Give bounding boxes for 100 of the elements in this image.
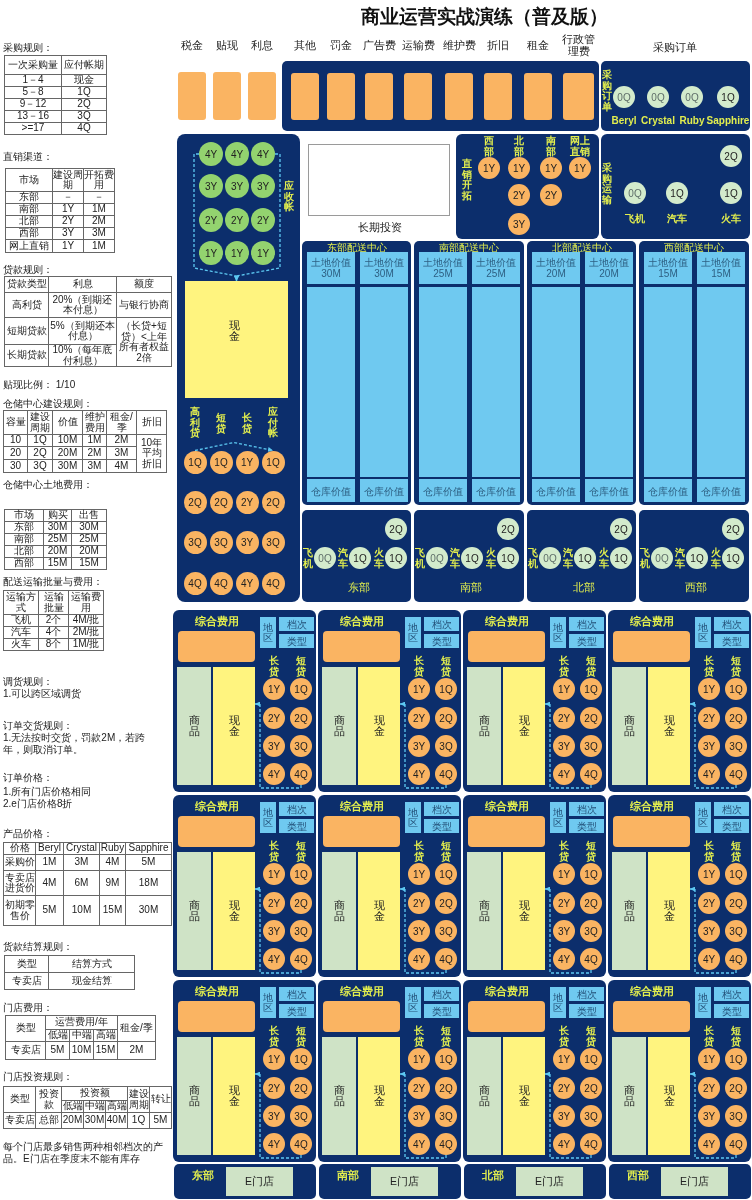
table-cell: >=17	[4, 122, 62, 135]
table-cell: 高端	[105, 1100, 128, 1113]
token-label: 4Y	[412, 768, 426, 780]
token-label: 0Q	[617, 91, 631, 103]
token-label: 4Q	[729, 953, 743, 965]
tag-box	[405, 617, 421, 648]
token-circle	[540, 184, 562, 206]
token-label: 3Y	[702, 1110, 716, 1122]
rule-text: 1.所有门店价格相同	[3, 786, 92, 798]
panel-label: 西部配送中心	[664, 241, 724, 252]
token-circle	[199, 241, 223, 265]
token-label: 1Q	[670, 187, 684, 199]
board-panel	[318, 795, 461, 977]
table-cell: 转让	[149, 1086, 172, 1113]
box-label: 地区	[552, 622, 564, 643]
panel-label: 采购运输	[601, 163, 613, 205]
token-circle	[235, 490, 259, 514]
table-cell: 运输费用	[68, 590, 104, 615]
box-label: 类型	[431, 820, 452, 832]
table-cell: 与银行协商	[116, 292, 172, 318]
token-label: 1Q	[729, 1053, 743, 1065]
board-panel	[319, 1164, 461, 1199]
table-cell: 采购价	[3, 854, 36, 871]
table-cell: 30M	[83, 1112, 106, 1129]
box-heading: 综合费用	[629, 986, 674, 998]
box-label: 现金	[662, 1085, 676, 1107]
flow-arrow	[689, 701, 737, 789]
token-label: 2Q	[726, 523, 740, 535]
token-circle	[225, 142, 249, 166]
token-label: 2Y	[702, 712, 716, 724]
token-label: 2Q	[188, 496, 202, 508]
box-label: 类型	[576, 820, 597, 832]
token-label: 3Y	[702, 740, 716, 752]
token-circle	[725, 735, 747, 757]
board-panel	[318, 980, 461, 1162]
table-cell: 1M	[83, 239, 115, 253]
token-circle	[235, 571, 259, 595]
table-cell: 10年平均折旧	[136, 434, 167, 473]
box-label: 档次	[721, 803, 742, 815]
token-label: 4Q	[188, 577, 202, 589]
box-label: 商品	[477, 900, 491, 922]
table-cell: 购买	[43, 509, 72, 522]
table-cell: 1Y	[52, 239, 84, 253]
token-circle	[209, 571, 233, 595]
box-label: 商品	[622, 715, 636, 737]
token-circle	[508, 184, 530, 206]
table-cell: Ruby	[99, 842, 126, 855]
panel-label: 西部	[627, 1170, 649, 1182]
token-circle	[199, 208, 223, 232]
table-cell: 价格	[3, 842, 36, 855]
box-heading: 税金	[181, 40, 203, 52]
token-label: 2Q	[501, 523, 515, 535]
board-panel	[463, 610, 606, 792]
token-circle	[408, 1133, 430, 1155]
token-label: 3Y	[557, 925, 571, 937]
box-heading: 综合费用	[484, 616, 529, 628]
transport-label: 飞机	[527, 547, 539, 569]
warehouse-box	[419, 287, 467, 502]
box-label: 现金	[227, 900, 241, 922]
token-label: 3Q	[729, 740, 743, 752]
box-label: 地区	[262, 622, 274, 643]
table-cell: 折旧	[136, 410, 167, 435]
section-heading: 门店投资规则：	[3, 1071, 73, 1083]
transport-label: 汽车	[674, 547, 686, 569]
cash-box	[358, 667, 400, 785]
token-label: 1Y	[230, 247, 244, 259]
token-circle	[290, 1133, 312, 1155]
column-heading: 高利贷	[189, 407, 201, 439]
token-label: 4Q	[214, 577, 228, 589]
box-label: 档次	[576, 803, 597, 815]
box-label: 商品	[332, 900, 346, 922]
token-label: 2Y	[267, 897, 281, 909]
token-label: 1Y	[512, 162, 526, 174]
box-label: 档次	[721, 988, 742, 1000]
table-cell: 市场	[4, 509, 44, 522]
token-circle	[553, 707, 575, 729]
table-cell: 4M	[106, 459, 137, 473]
token-label: 4Y	[256, 148, 270, 160]
token-label: 1Q	[729, 683, 743, 695]
rule-text: 1.可以跨区域调货	[3, 688, 82, 700]
box-label: 土地价值30M	[363, 257, 405, 279]
token-circle	[251, 208, 275, 232]
column-heading: 短贷	[295, 840, 307, 862]
box-label: 地区	[697, 807, 709, 828]
table-cell: 30M	[52, 459, 83, 473]
transport-label: 火车	[598, 547, 610, 569]
panel-label: 东部	[192, 1170, 214, 1182]
token-circle	[553, 948, 575, 970]
box-label: 土地价值20M	[535, 257, 577, 279]
token-circle	[261, 490, 285, 514]
token-circle	[435, 707, 457, 729]
table-cell: 专卖店	[4, 972, 49, 990]
token-label: 1Y	[256, 247, 270, 259]
product-name: Crystal	[641, 114, 675, 126]
cash-box	[503, 1037, 545, 1155]
token-circle	[553, 1105, 575, 1127]
table-cell: 现金结算	[48, 972, 135, 990]
store-box	[661, 1167, 728, 1196]
panel-label: 南部	[460, 582, 482, 594]
token-label: 1Y	[557, 683, 571, 695]
